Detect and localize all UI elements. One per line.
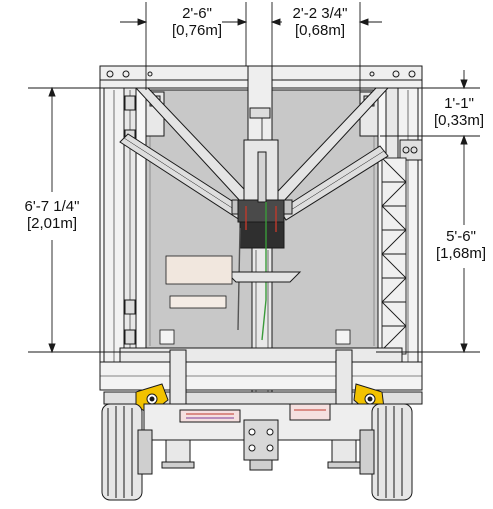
dim-metric: 0,68m	[299, 22, 341, 39]
wheel-right	[359, 403, 413, 501]
bolt	[408, 70, 416, 78]
dim-imperial: 2'-2 3/4"	[292, 5, 348, 22]
dim-label-left-height: 6'-7 1/4" [2,01m]	[14, 198, 90, 232]
arrow-head	[237, 18, 248, 26]
label-plates	[159, 255, 351, 345]
dim-imperial: 1'-1"	[444, 95, 474, 112]
center-tray	[224, 271, 302, 283]
bolt	[122, 70, 130, 78]
arrow-head	[460, 79, 468, 90]
dim-label-right-height: 5'-6" [1,68m]	[430, 228, 492, 262]
dim-metric: 2,01m	[31, 215, 73, 232]
bolt	[147, 71, 153, 77]
dim-label-top-right: 2'-2 3/4" [0,68m]	[280, 5, 360, 39]
arrow-head	[137, 18, 148, 26]
dim-label-right-upper: 1'-1" [0,33m]	[428, 95, 490, 129]
arrow-head	[460, 343, 468, 354]
bolt	[369, 71, 375, 77]
dim-metric: 0,76m	[176, 22, 218, 39]
dim-imperial: 6'-7 1/4"	[24, 198, 80, 215]
arrow-head	[48, 343, 56, 354]
undercarriage	[143, 403, 381, 471]
dim-imperial: 5'-6"	[446, 228, 476, 245]
dim-imperial: 2'-6"	[182, 5, 212, 22]
arrow-head	[460, 134, 468, 145]
dim-metric: 0,33m	[438, 112, 480, 129]
dim-metric: 1,68m	[440, 245, 482, 262]
arrow-head	[48, 86, 56, 97]
dimension-lines	[28, 2, 480, 354]
dim-label-top-left: 2'-6" [0,76m]	[166, 5, 228, 39]
arrow-head	[270, 18, 281, 26]
lattice-mast	[381, 157, 407, 355]
wheel-left	[101, 403, 153, 501]
left-side-post	[103, 87, 137, 373]
bolt	[392, 70, 400, 78]
arrow-head	[358, 18, 369, 26]
bolt	[106, 70, 114, 78]
